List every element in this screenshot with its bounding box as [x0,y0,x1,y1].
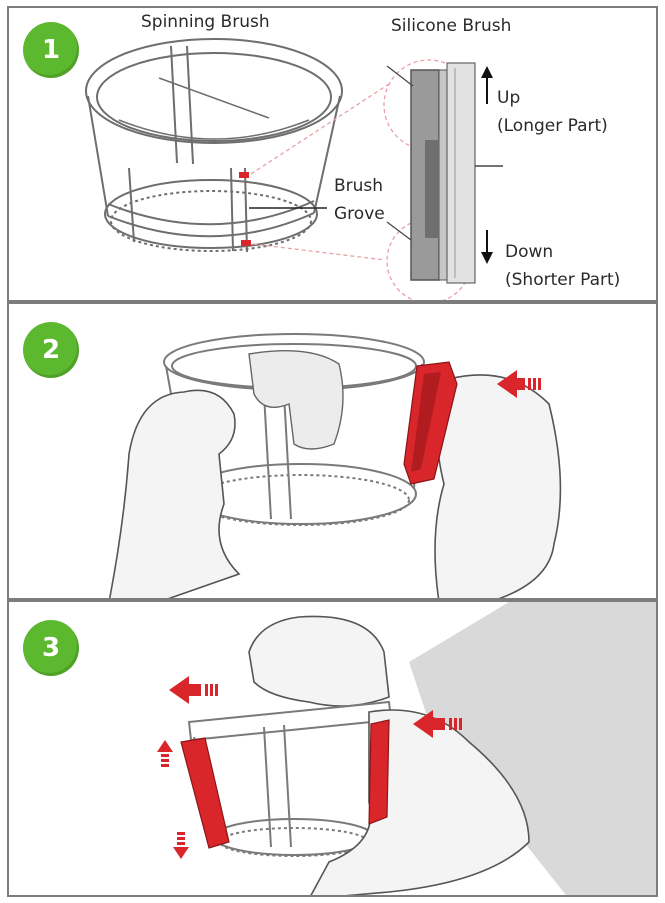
step-2-panel: 2 [7,302,658,600]
spinning-brush-label: Spinning Brush [141,12,270,32]
brush-grove-label-line2: Grove [334,204,385,224]
attach-brush-illustration [108,333,562,598]
step-number-badge: 1 [23,22,79,78]
step-number-badge: 2 [23,322,79,378]
grove-marker-top [239,172,249,178]
spinning-brush-illustration [85,38,343,253]
up-label: Up [497,88,521,108]
brush-grove-label-line1: Brush [334,176,384,196]
inner-hand [248,350,344,450]
step-3-panel: 3 [7,600,658,897]
step-1-panel: 1 [7,6,658,302]
silicone-brush-illustration [386,62,503,284]
direction-arrows [481,66,493,264]
push-arrow-red [497,370,541,398]
right-silicone-brush [368,719,390,825]
brush-assembly-diagram [85,38,503,300]
slide-brushes-illustration [157,602,656,895]
longer-part-label: (Longer Part) [497,116,608,136]
right-hand [434,374,562,598]
left-hand [108,389,241,598]
down-label: Down [505,242,554,262]
shorter-part-label: (Shorter Part) [505,270,621,290]
top-hand [248,615,390,707]
step-number-badge: 3 [23,620,79,676]
arm-shadow [409,602,656,895]
left-silicone-brush [180,737,230,849]
silicone-brush-label: Silicone Brush [391,16,512,36]
direction-arrows-red [157,676,462,859]
grove-marker-bottom [241,240,251,246]
